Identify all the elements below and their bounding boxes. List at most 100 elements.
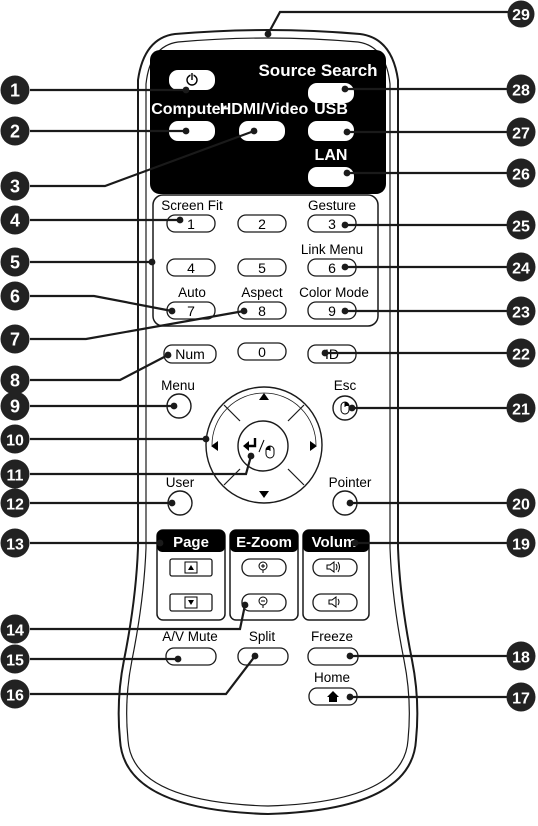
- page-down-button[interactable]: [169, 593, 213, 612]
- callout-15: 15: [0, 644, 30, 674]
- volume-up-button[interactable]: [312, 558, 358, 577]
- source-search-button[interactable]: [308, 83, 354, 103]
- svg-text:19: 19: [512, 537, 530, 554]
- callout-8: 8: [0, 365, 30, 395]
- volume-up-icon: [326, 561, 340, 573]
- page-label: Page: [173, 534, 209, 551]
- svg-text:0: 0: [258, 344, 266, 360]
- svg-text:11: 11: [7, 468, 24, 485]
- hdmi-video-button[interactable]: [239, 121, 285, 141]
- callout-1: 1: [0, 75, 30, 105]
- freeze-label: Freeze: [311, 629, 353, 644]
- computer-button[interactable]: [169, 121, 215, 141]
- callout-27: 27: [506, 117, 536, 147]
- lan-button[interactable]: [308, 167, 354, 187]
- esc-button[interactable]: [332, 395, 358, 421]
- ezoom-label: E-Zoom: [236, 534, 292, 551]
- callout-4: 4: [0, 205, 30, 235]
- page-up-button[interactable]: [169, 558, 213, 577]
- callout-3: 3: [0, 171, 30, 201]
- svg-text:26: 26: [512, 167, 530, 184]
- menu-label: Menu: [161, 378, 195, 393]
- key-7[interactable]: 7: [166, 301, 216, 320]
- link-menu-label: Link Menu: [301, 242, 363, 257]
- hdmi-video-label: HDMI/Video: [220, 101, 309, 118]
- svg-text:4: 4: [10, 211, 20, 231]
- dpad-down-button[interactable]: [259, 491, 269, 498]
- callout-10: 10: [0, 424, 30, 454]
- av-mute-label: A/V Mute: [162, 629, 218, 644]
- svg-text:17: 17: [512, 691, 530, 708]
- svg-text:25: 25: [512, 219, 530, 236]
- svg-text:9: 9: [328, 303, 336, 319]
- usb-label: USB: [314, 101, 348, 118]
- source-search-label: Source Search: [258, 61, 377, 80]
- esc-label: Esc: [334, 378, 357, 393]
- key-4[interactable]: 4: [166, 258, 216, 277]
- callout-24: 24: [506, 252, 536, 282]
- svg-text:6: 6: [328, 260, 336, 276]
- callout-20: 20: [506, 488, 536, 518]
- callout-9: 9: [0, 391, 30, 421]
- callout-18: 18: [506, 641, 536, 671]
- leader-lines: [30, 10, 508, 701]
- volume-down-button[interactable]: [312, 593, 358, 612]
- callout-7: 7: [0, 324, 30, 354]
- dpad-up-button[interactable]: [259, 393, 269, 400]
- volume-down-icon: [328, 596, 340, 608]
- home-icon: [327, 691, 339, 702]
- svg-text:8: 8: [258, 303, 266, 319]
- key-5[interactable]: 5: [237, 258, 287, 277]
- callout-29: 29: [507, 0, 535, 28]
- svg-text:29: 29: [512, 7, 530, 24]
- ezoom-in-button[interactable]: [241, 558, 287, 577]
- dpad-right-button[interactable]: [310, 441, 317, 451]
- split-button[interactable]: [237, 647, 289, 666]
- svg-text:4: 4: [187, 260, 195, 276]
- svg-text:12: 12: [6, 497, 24, 514]
- key-2[interactable]: 2: [237, 214, 287, 233]
- callout-19: 19: [506, 528, 536, 558]
- svg-text:5: 5: [10, 253, 20, 273]
- usb-button[interactable]: [308, 121, 354, 141]
- svg-text:1: 1: [10, 81, 20, 101]
- svg-text:24: 24: [512, 261, 530, 278]
- svg-text:18: 18: [512, 650, 530, 667]
- svg-text:20: 20: [512, 497, 530, 514]
- svg-text:15: 15: [6, 653, 24, 670]
- ezoom-out-button[interactable]: [241, 593, 287, 612]
- callout-6: 6: [0, 281, 30, 311]
- user-label: User: [166, 475, 195, 490]
- num-button[interactable]: Num: [163, 344, 217, 364]
- enter-icon: [243, 438, 257, 451]
- callout-28: 28: [506, 74, 536, 104]
- auto-label: Auto: [178, 285, 206, 300]
- color-mode-label: Color Mode: [299, 285, 369, 300]
- svg-text:3: 3: [10, 177, 20, 197]
- key-8[interactable]: 8: [237, 301, 287, 320]
- dpad-left-button[interactable]: [211, 441, 218, 451]
- volume-label: Volum: [312, 534, 357, 551]
- computer-label: Computer: [151, 101, 227, 118]
- svg-text:3: 3: [328, 216, 336, 232]
- callout-22: 22: [506, 338, 536, 368]
- mouse-left-click-icon: [265, 445, 275, 459]
- gesture-label: Gesture: [308, 198, 356, 213]
- aspect-label: Aspect: [241, 285, 283, 300]
- svg-text:16: 16: [6, 688, 24, 705]
- zoom-in-icon: [258, 561, 268, 573]
- callout-16: 16: [0, 679, 30, 709]
- callout-26: 26: [506, 158, 536, 188]
- svg-text:14: 14: [6, 623, 24, 640]
- av-mute-button[interactable]: [165, 647, 217, 666]
- svg-text:5: 5: [258, 260, 266, 276]
- svg-text:21: 21: [512, 402, 530, 419]
- key-3[interactable]: 3: [307, 214, 357, 233]
- key-0[interactable]: 0: [237, 342, 287, 361]
- svg-text:2: 2: [10, 122, 20, 142]
- svg-text:10: 10: [6, 433, 24, 450]
- callout-21: 21: [506, 393, 536, 423]
- enter-button[interactable]: [237, 420, 289, 472]
- key-1[interactable]: 1: [166, 214, 216, 233]
